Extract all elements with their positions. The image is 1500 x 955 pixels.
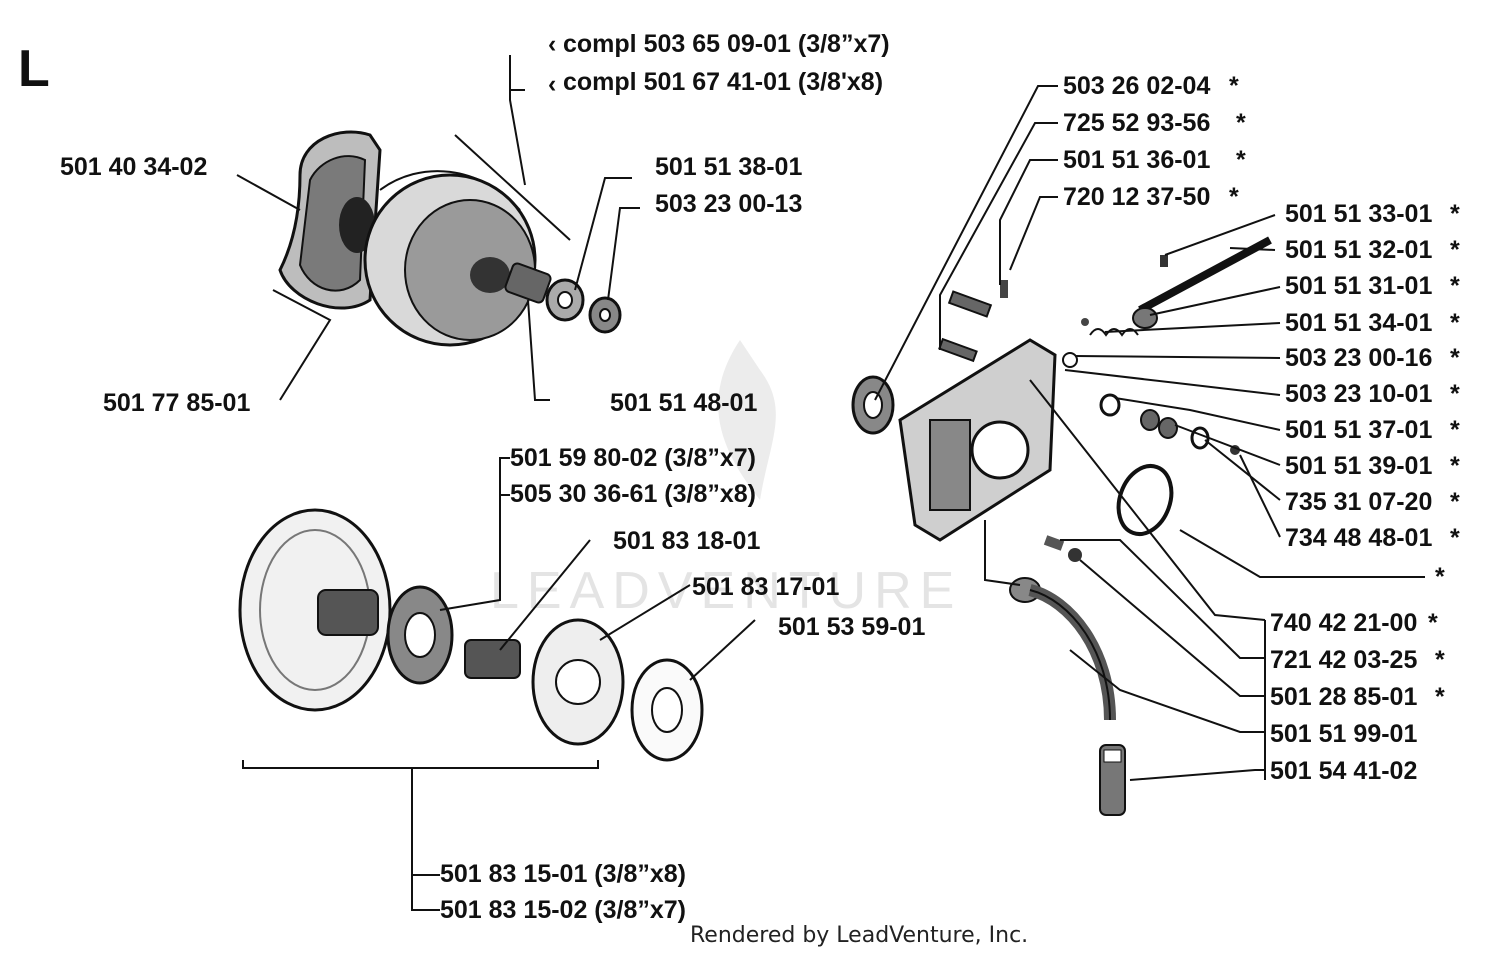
- washer-a-part: [545, 278, 585, 322]
- credit-text: Rendered by LeadVenture, Inc.: [690, 923, 1028, 948]
- asterisk-mark: *: [1435, 683, 1445, 711]
- label-pump-r15: 501 51 99-01: [1270, 720, 1417, 748]
- asterisk-mark: *: [1450, 309, 1460, 337]
- label-pump-r4: 501 51 34-01: [1285, 309, 1432, 337]
- section-letter: L: [18, 40, 50, 98]
- label-washer-a: 501 51 38-01: [655, 153, 802, 181]
- pump-small-parts: [1099, 393, 1240, 455]
- o-ring-part: [1116, 464, 1174, 536]
- screw-b-part: [938, 290, 993, 363]
- label-pump-r2: 501 51 32-01: [1285, 236, 1432, 264]
- label-drum-assy-a: 501 83 15-01 (3/8”x8): [440, 860, 686, 888]
- asterisk-mark: *: [1450, 416, 1460, 444]
- label-pump-r16: 501 54 41-02: [1270, 757, 1417, 785]
- pin-part: [1000, 280, 1008, 298]
- rim-sprocket-part: [531, 618, 625, 746]
- label-pump-r10: 734 48 48-01: [1285, 524, 1432, 552]
- bullet-icon: ‹: [548, 30, 556, 58]
- label-clutch-spring: 501 77 85-01: [103, 389, 250, 417]
- label-needle-bearing-a: 501 51 48-01: [610, 389, 757, 417]
- label-pump-r5: 503 23 00-16: [1285, 344, 1432, 372]
- oil-filter-part: [1099, 744, 1126, 816]
- label-seal: 503 26 02-04: [1063, 72, 1210, 100]
- pump-housing-part: [898, 338, 1057, 542]
- asterisk-mark: *: [1450, 344, 1460, 372]
- label-clutch-complete-b: compl 501 67 41-01 (3/8'x8): [563, 68, 883, 96]
- label-pump-r13: 721 42 03-25: [1270, 646, 1417, 674]
- asterisk-mark: *: [1428, 609, 1438, 637]
- rim-drum-assembly: [238, 508, 704, 762]
- label-pump-r8: 501 51 39-01: [1285, 452, 1432, 480]
- watermark-flame-icon: [718, 340, 776, 500]
- oil-hose-part: [1009, 535, 1116, 721]
- label-drum-b: 505 30 36-61 (3/8”x8): [510, 480, 756, 508]
- watermark: LEADVENTURE: [490, 562, 962, 620]
- label-clutch-shoe: 501 40 34-02: [60, 153, 207, 181]
- clutch-drum-part: [363, 170, 537, 347]
- asterisk-mark: *: [1450, 380, 1460, 408]
- oil-pump-assembly: [851, 236, 1272, 816]
- label-rim-sprocket: 501 83 17-01: [692, 573, 839, 601]
- needle-bearing-a-part: [504, 262, 552, 304]
- label-pin: 720 12 37-50: [1063, 183, 1210, 211]
- screw-a-part: [588, 296, 622, 334]
- label-drum-assy-b: 501 83 15-02 (3/8”x7): [440, 896, 686, 924]
- asterisk-mark: *: [1450, 200, 1460, 228]
- asterisk-mark: *: [1450, 488, 1460, 516]
- part-labels: ‹ compl 503 65 09-01 (3/8”x7) ‹ compl 50…: [60, 30, 1460, 924]
- label-pump-r12: 740 42 21-00: [1270, 609, 1417, 637]
- drum-b-part: [238, 508, 392, 712]
- asterisk-mark: *: [1450, 272, 1460, 300]
- clutch-shoe-part: [278, 130, 382, 310]
- label-screw-a: 503 23 00-13: [655, 190, 802, 218]
- pump-shaft-part: [1062, 236, 1272, 368]
- asterisk-mark: *: [1450, 452, 1460, 480]
- asterisk-mark: *: [1236, 146, 1246, 174]
- needle-bearing-b-part: [464, 639, 521, 679]
- bullet-icon: ‹: [548, 70, 556, 98]
- label-pump-r1: 501 51 33-01: [1285, 200, 1432, 228]
- label-pump-r6: 503 23 10-01: [1285, 380, 1432, 408]
- seal-part: [851, 375, 895, 435]
- asterisk-mark: *: [1435, 646, 1445, 674]
- label-pump-r7: 501 51 37-01: [1285, 416, 1432, 444]
- asterisk-mark: *: [1435, 563, 1445, 591]
- sprocket-part: [386, 585, 454, 685]
- label-pump-r3: 501 51 31-01: [1285, 272, 1432, 300]
- asterisk-mark: *: [1229, 183, 1239, 211]
- asterisk-mark: *: [1236, 109, 1246, 137]
- asterisk-mark: *: [1450, 236, 1460, 264]
- washer-b-part: [630, 658, 704, 762]
- label-drum-a: 501 59 80-02 (3/8”x7): [510, 444, 756, 472]
- label-clutch-complete-a: compl 503 65 09-01 (3/8”x7): [563, 30, 890, 58]
- label-pump-r14: 501 28 85-01: [1270, 683, 1417, 711]
- asterisk-mark: *: [1450, 524, 1460, 552]
- asterisk-mark: *: [1229, 72, 1239, 100]
- label-pump-r9: 735 31 07-20: [1285, 488, 1432, 516]
- label-screw-c: 501 51 36-01: [1063, 146, 1210, 174]
- label-washer-b: 501 53 59-01: [778, 613, 925, 641]
- label-screw-b: 725 52 93-56: [1063, 109, 1210, 137]
- clutch-assembly: [278, 130, 622, 347]
- label-needle-bearing-b: 501 83 18-01: [613, 527, 760, 555]
